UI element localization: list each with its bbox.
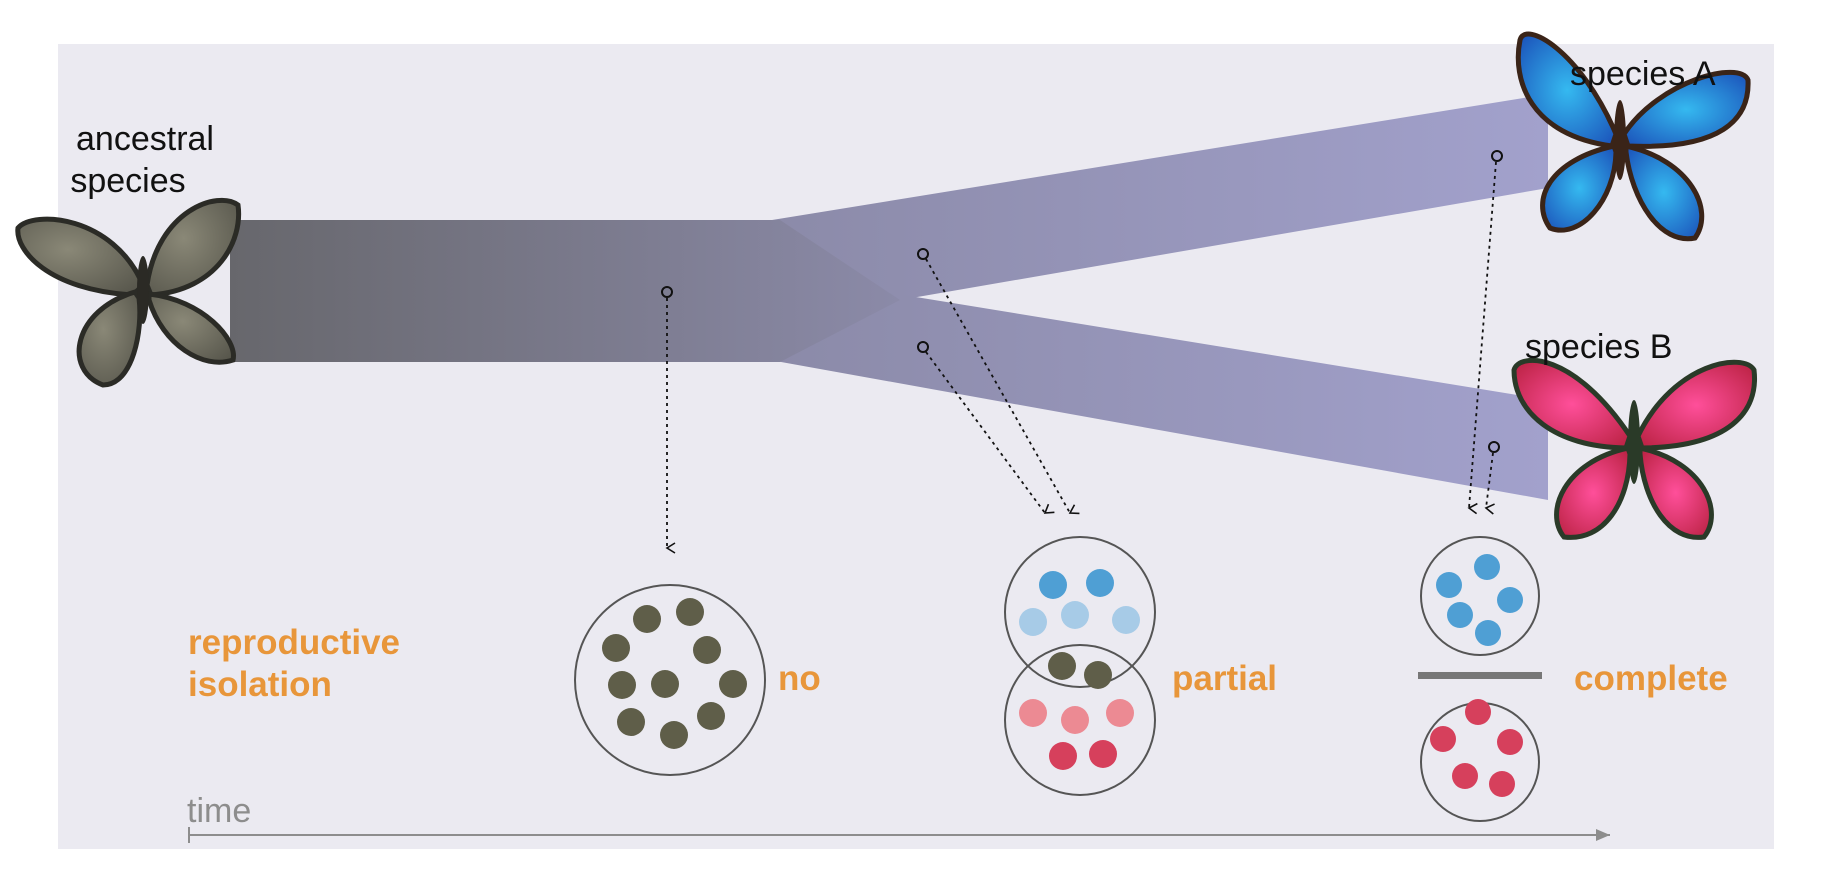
species-b-dots — [1430, 699, 1523, 797]
isolation-label-line2: isolation — [188, 665, 332, 704]
shared-ancestral-dots — [1048, 652, 1112, 689]
time-label: time — [187, 792, 251, 830]
stage-label-no: no — [778, 659, 821, 698]
isolation-label-line1: reproductive — [188, 623, 400, 662]
isolation-barrier — [1418, 672, 1542, 679]
branch-species-b — [770, 292, 1548, 500]
sample-point-species-b — [1488, 441, 1500, 453]
species-a-dots — [1436, 554, 1523, 646]
population-complete-isolation — [1418, 536, 1542, 822]
species-b-label: species B — [1525, 328, 1672, 366]
ancestral-dots — [602, 598, 747, 749]
arrow-species-a — [1467, 161, 1497, 515]
sample-point-partial-b — [917, 341, 929, 353]
sample-arrows — [665, 161, 1497, 554]
ancestral-label-line2: species — [70, 162, 185, 200]
species-a-dots — [1019, 569, 1140, 636]
ancestral-label-line1: ancestral — [76, 120, 214, 158]
sample-point-ancestral — [661, 286, 673, 298]
branch-species-a — [760, 94, 1548, 300]
sample-points — [661, 150, 1503, 453]
phylogeny-tree — [230, 94, 1548, 500]
arrow-partial-b — [925, 351, 1055, 514]
ancestral-butterfly-icon — [15, 197, 242, 388]
species-a-butterfly-icon — [1515, 31, 1751, 242]
stage-label-partial: partial — [1172, 659, 1277, 698]
species-b-dots — [1019, 699, 1134, 770]
species-b-butterfly-icon — [1511, 358, 1758, 540]
population-partial-isolation — [1004, 536, 1156, 796]
ancestral-trunk — [230, 220, 900, 362]
arrow-species-b — [1484, 452, 1495, 515]
stage-label-complete: complete — [1574, 659, 1728, 698]
population-no-isolation — [574, 584, 766, 776]
sample-point-species-a — [1491, 150, 1503, 162]
sample-point-partial-a — [917, 248, 929, 260]
species-a-label: species A — [1570, 55, 1716, 93]
time-axis — [188, 827, 1610, 843]
